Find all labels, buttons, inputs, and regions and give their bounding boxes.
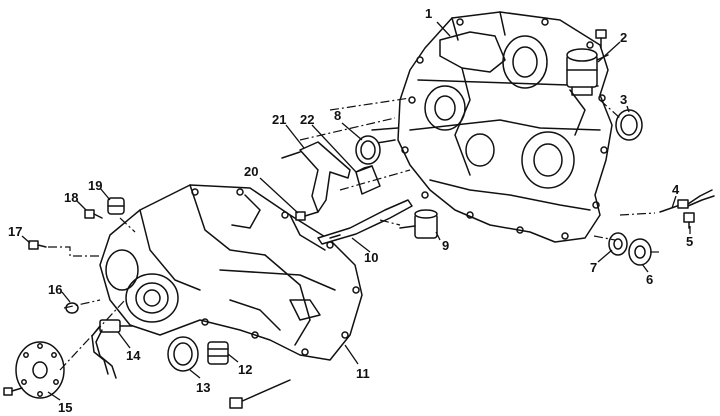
part-10-oil-gutter (317, 199, 413, 245)
part-8-seal-ring (355, 135, 381, 165)
part-3-oil-seal (615, 109, 643, 141)
part-2-bolt (595, 29, 607, 49)
part-14-sensor (91, 319, 133, 379)
callout-11: 11 (356, 366, 370, 381)
callout-1: 1 (425, 6, 432, 21)
part-18-bolt (84, 209, 103, 219)
callout-14: 14 (126, 348, 141, 363)
part-9-cap (399, 209, 438, 239)
callout-labels: 1 2 3 4 5 6 7 8 9 10 11 12 13 14 15 16 1… (8, 6, 693, 415)
callout-17: 17 (8, 224, 22, 239)
callout-7: 7 (590, 260, 597, 275)
callout-10: 10 (364, 250, 378, 265)
front-case-half (99, 184, 363, 361)
callout-13: 13 (196, 380, 210, 395)
part-17-bolt (28, 240, 47, 250)
callout-9: 9 (442, 238, 449, 253)
callout-15: 15 (58, 400, 72, 415)
part-21-shift-fork (281, 141, 351, 213)
callout-19: 19 (88, 178, 102, 193)
part-11-long-bolt (229, 379, 291, 409)
rear-case-half (364, 11, 613, 243)
callout-3: 3 (620, 92, 627, 107)
callout-22: 22 (300, 112, 314, 127)
callout-6: 6 (646, 272, 653, 287)
callout-2: 2 (620, 30, 627, 45)
leader-lines (21, 21, 691, 401)
callout-18: 18 (64, 190, 78, 205)
callout-21: 21 (272, 112, 286, 127)
callout-20: 20 (244, 164, 258, 179)
part-19-plug (107, 197, 125, 215)
part-6-bushing (628, 238, 652, 266)
callout-4: 4 (672, 182, 680, 197)
part-2-speed-sensor (566, 48, 609, 96)
part-15-bolt (3, 387, 23, 396)
alignment-lines (48, 97, 660, 371)
part-22-guide-block (355, 165, 381, 195)
callout-5: 5 (686, 234, 693, 249)
callout-16: 16 (48, 282, 62, 297)
part-15-flange (15, 341, 65, 399)
callout-8: 8 (334, 108, 341, 123)
part-7-seal (608, 232, 628, 256)
part-13-seal-ring (167, 336, 199, 372)
part-12-plug (207, 341, 229, 365)
part-5-plug-bolt (683, 212, 695, 229)
part-20-bolt (295, 211, 319, 221)
part-4-wire-sensor (659, 189, 715, 213)
part-16-plug (65, 302, 79, 314)
callout-12: 12 (238, 362, 252, 377)
